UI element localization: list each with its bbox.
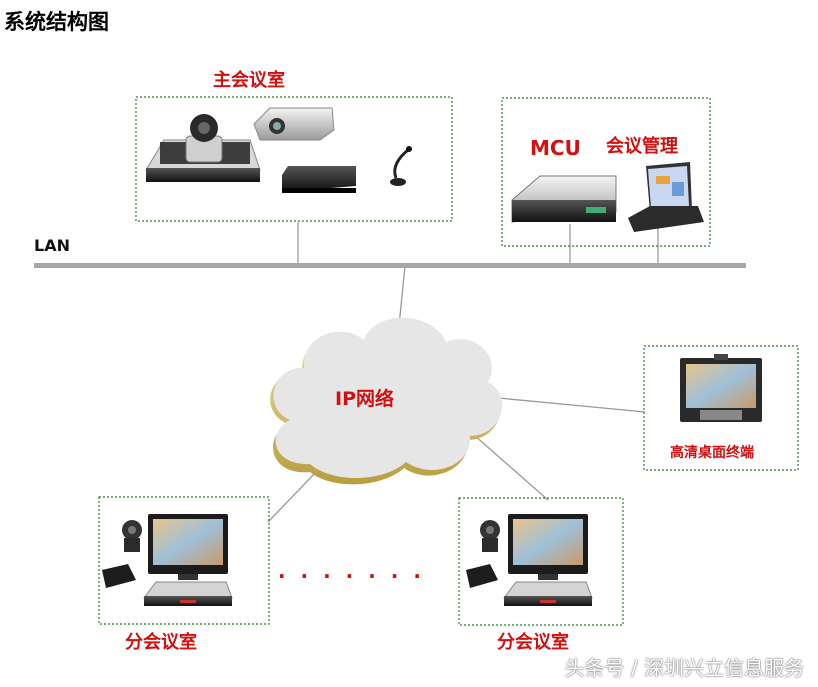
branch-right-box bbox=[458, 497, 624, 626]
conf-mgmt-label: 会议管理 bbox=[606, 136, 678, 157]
video-terminal-icon bbox=[145, 114, 261, 182]
projector-icon bbox=[253, 107, 335, 141]
branch-left-box bbox=[98, 496, 270, 625]
diagram-title: 系统结构图 bbox=[4, 10, 109, 34]
ellipsis-dots: · · · · · · · bbox=[278, 564, 425, 588]
mcu-label: MCU bbox=[530, 136, 581, 160]
hd-terminal-label: 高清桌面终端 bbox=[670, 445, 754, 461]
watermark: 头条号 / 深圳兴立信息服务 bbox=[564, 656, 804, 680]
ip-network-label: IP网络 bbox=[335, 388, 394, 410]
mcu-device-icon-small bbox=[282, 166, 356, 193]
main-room-label: 主会议室 bbox=[213, 70, 285, 91]
hd-desktop-terminal-icon bbox=[680, 354, 762, 422]
laptop-icon bbox=[628, 162, 704, 232]
mcu-server-icon bbox=[511, 175, 617, 223]
branch-right-label: 分会议室 bbox=[497, 632, 569, 653]
ip-network-cloud bbox=[270, 317, 503, 485]
hd-terminal-box bbox=[643, 345, 799, 471]
branch-left-devices bbox=[102, 514, 233, 606]
lan-bus bbox=[34, 263, 746, 268]
branch-left-label: 分会议室 bbox=[125, 632, 197, 653]
main-room-box bbox=[135, 96, 453, 222]
mcu-box bbox=[501, 97, 711, 247]
branch-right-devices bbox=[466, 514, 593, 606]
lan-label: LAN bbox=[34, 236, 70, 255]
microphone-icon bbox=[390, 146, 412, 186]
